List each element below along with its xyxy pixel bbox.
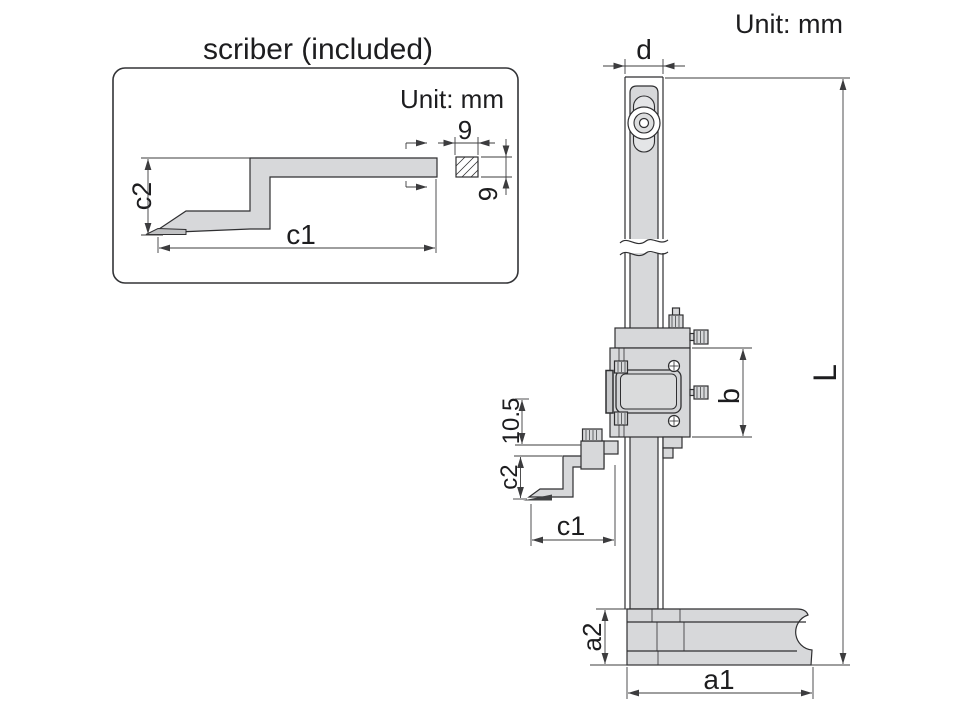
- phillips-screw-bottom: [667, 414, 681, 428]
- slider-assembly: [602, 307, 709, 459]
- dim-label: c1: [557, 511, 586, 541]
- dim-section-width: 9: [438, 115, 495, 155]
- dim-label: 9: [458, 115, 472, 145]
- scriber-cross-section: [455, 156, 479, 178]
- scriber-profile: [145, 157, 438, 235]
- dim-total-height: L: [590, 77, 850, 666]
- dim-label: c2: [496, 464, 523, 489]
- dim-label: a1: [703, 664, 734, 695]
- beam-break: [617, 238, 671, 257]
- top-roller-knob: [627, 95, 661, 153]
- phillips-screw-top: [667, 359, 681, 373]
- scriber-holder-link: [602, 440, 619, 455]
- right-middle-screw: [689, 385, 709, 400]
- base-body: [626, 608, 813, 666]
- dim-main-c2: c2: [496, 455, 562, 500]
- height-gauge: Unit: mm: [496, 9, 850, 699]
- scriber-clamp-assembly: [523, 428, 605, 501]
- fine-adjust-bracket: [605, 360, 629, 426]
- vernier-window: [615, 369, 682, 414]
- scriber-tip-main: [523, 494, 552, 501]
- dim-inset-c2: c2: [127, 157, 250, 236]
- dim-main-c1: c1: [530, 465, 616, 546]
- section-cut-marks: [405, 139, 427, 191]
- dim-base-length: a1: [626, 664, 814, 699]
- dim-label: a2: [577, 623, 607, 652]
- clamp-thumb-screw: [668, 307, 684, 329]
- dim-label: 9: [473, 187, 503, 201]
- dim-label: b: [714, 388, 746, 404]
- dim-label: c2: [127, 182, 157, 211]
- dim-label: L: [807, 364, 843, 382]
- dim-label: d: [636, 34, 652, 65]
- dim-inset-c1: c1: [157, 179, 437, 253]
- scriber-tip: [145, 227, 187, 235]
- slider-lower-step-right-2: [662, 447, 674, 459]
- inset-unit-note: Unit: mm: [400, 84, 504, 114]
- dim-label: 10.5: [498, 398, 525, 445]
- dim-base-height: a2: [577, 608, 627, 664]
- scriber-body: [150, 157, 438, 234]
- dim-section-height: 9: [473, 139, 512, 201]
- dim-label: c1: [286, 219, 316, 250]
- dim-column-width: d: [603, 34, 685, 74]
- inset-title: scriber (included): [203, 33, 433, 66]
- dim-scriber-offset: 10.5: [498, 398, 581, 446]
- base: [626, 608, 813, 666]
- upper-clamp-block: [614, 327, 691, 349]
- scriber-clamp-block: [580, 440, 605, 470]
- main-unit-note: Unit: mm: [735, 9, 843, 39]
- scriber-inset: scriber (included) Unit: mm 9: [112, 33, 519, 284]
- right-clamp-screw: [689, 329, 709, 345]
- scriber-clamp-screw: [581, 428, 603, 442]
- slider-lower-step-right: [662, 436, 683, 449]
- dim-slider-height: b: [692, 347, 752, 438]
